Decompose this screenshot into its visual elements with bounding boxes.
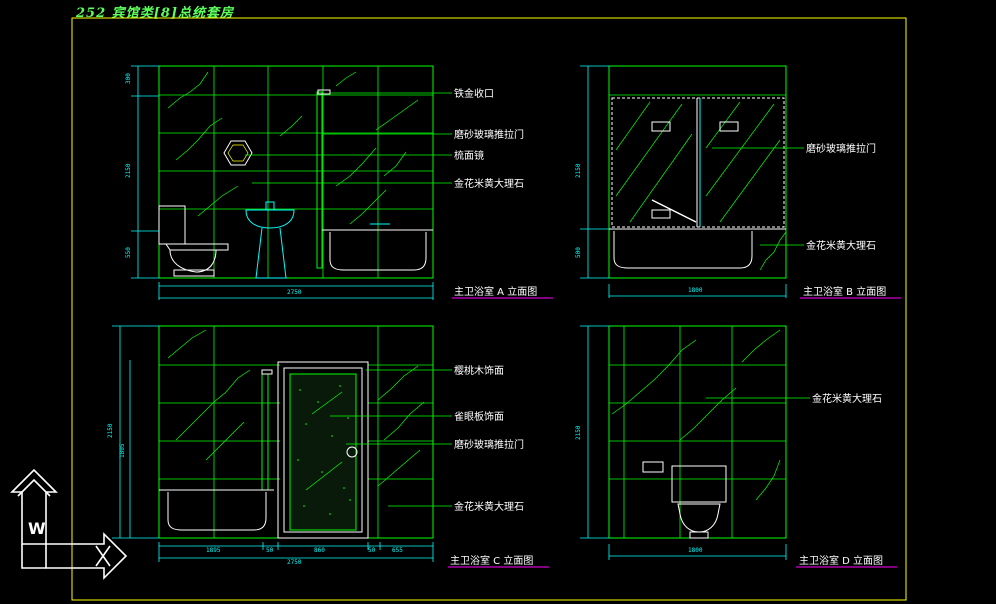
panel-b-label-1: 磨砂玻璃推拉门	[806, 142, 876, 155]
panel-a-dim-height: 2150	[125, 163, 132, 178]
drawing-frame	[71, 17, 907, 601]
panel-d-elevation: 2150 1800 金花米黄大理石 主卫浴室 D 立面图	[575, 325, 897, 568]
ucs-y-label: W	[28, 519, 46, 538]
panel-d-dim-width: 1800	[688, 547, 703, 554]
panel-a-label-3: 梳面镜	[454, 149, 484, 162]
panel-c-dim-width: 2750	[287, 559, 302, 566]
panel-b-dim-width: 1800	[688, 287, 703, 294]
panel-d-caption: 主卫浴室 D 立面图	[799, 554, 883, 567]
panel-a-label-1: 铁金收口	[454, 87, 494, 100]
panel-c-label-2: 雀眼板饰面	[454, 410, 504, 423]
panel-c-dim-sub: 1805	[119, 443, 126, 458]
panel-b-dim-bottom: 500	[575, 247, 582, 258]
panel-d-label-1: 金花米黄大理石	[812, 392, 882, 405]
panel-d-dim-height: 2150	[575, 425, 582, 440]
panel-c-label-1: 樱桃木饰面	[454, 364, 504, 377]
panel-c-dim-s2: 50	[266, 547, 274, 554]
panel-c-dim-s5: 655	[392, 547, 403, 554]
panel-a-elevation: 300 2150 550 2750 铁金收口 磨砂玻璃推拉门 梳面镜 金花米黄大…	[125, 65, 553, 300]
panel-c-caption: 主卫浴室 C 立面图	[450, 554, 533, 567]
panel-a-label-2: 磨砂玻璃推拉门	[454, 128, 524, 141]
panel-a-dim-top: 300	[125, 73, 132, 84]
panel-c-label-3: 磨砂玻璃推拉门	[454, 438, 524, 451]
panel-b-caption: 主卫浴室 B 立面图	[803, 285, 886, 298]
panel-c-dim-height: 2150	[107, 423, 114, 438]
ucs-icon	[10, 468, 128, 580]
panel-a-caption: 主卫浴室 A 立面图	[454, 285, 537, 298]
panel-c-dim-s4: 50	[368, 547, 376, 554]
panel-a-dim-width: 2750	[287, 289, 302, 296]
panel-a-dim-bottom: 550	[125, 247, 132, 258]
panel-c-dim-s3: 860	[314, 547, 325, 554]
drawing-title: 252 宾馆类[8]总统套房	[76, 6, 235, 21]
panel-c-label-4: 金花米黄大理石	[454, 500, 524, 513]
panel-c-elevation: 2150 1805 1895 50 860 50 655 2750 樱桃木饰面 …	[107, 325, 549, 568]
panel-b-elevation: 2150 500 1800 磨砂玻璃推拉门 金花米黄大理石 主卫浴室 B 立面图	[575, 65, 901, 299]
panel-b-dim-height: 2150	[575, 163, 582, 178]
panel-a-label-4: 金花米黄大理石	[454, 177, 524, 190]
panel-c-dim-s1: 1895	[206, 547, 221, 554]
panel-b-label-2: 金花米黄大理石	[806, 239, 876, 252]
